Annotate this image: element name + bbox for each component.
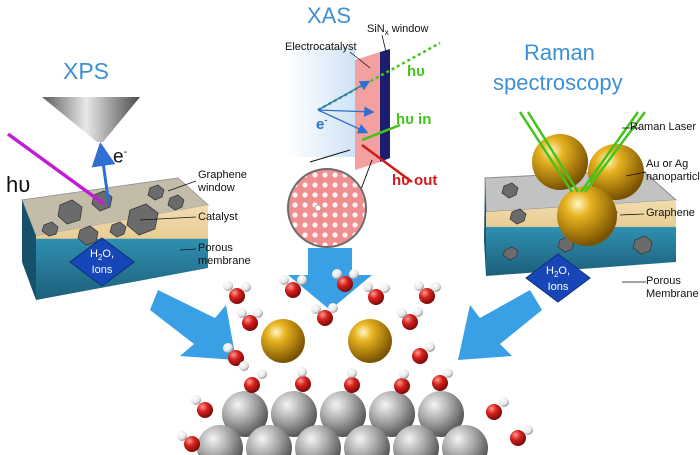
raman-np-line1: Au or Ag	[646, 158, 689, 170]
xps-h2o-ions-arrow	[69, 237, 135, 287]
raman-laser-label: Raman Laser	[630, 121, 697, 133]
xas-photon-dotted	[317, 41, 441, 112]
xas-sinx-prefix: SiN	[367, 23, 385, 35]
xps-h2o-o: O,	[102, 248, 115, 260]
water-molecules	[177, 269, 533, 452]
raman-graphene-label: Graphene	[646, 207, 695, 219]
xps-graphene-window-line1: Graphene	[198, 169, 247, 181]
xas-electron-sup: -	[324, 115, 328, 125]
xps-h2o-h: H	[89, 248, 98, 260]
xps-graphene-window-label: Graphene window	[198, 169, 247, 195]
xps-ions: Ions	[91, 264, 113, 277]
xps-porous-line2: membrane	[198, 255, 251, 267]
flow-arrows	[150, 248, 542, 360]
raman-laser-beams	[518, 111, 646, 193]
xas-photon-in-label: hυ in	[396, 111, 432, 128]
raman-np-line2: nanoparticles	[646, 171, 700, 183]
arrow-from-xas	[288, 248, 372, 310]
raman-h2o-sub: 2	[553, 270, 559, 280]
arrow-from-xps	[150, 290, 236, 360]
xps-title: XPS	[63, 58, 110, 84]
raman-nanoparticle-3	[557, 186, 617, 246]
xas-title: XAS	[307, 3, 352, 28]
raman-h2o-ions-label: H2O, Ions	[538, 265, 578, 293]
xps-graphene-window-line2: window	[198, 182, 235, 194]
raman-porous-line1: Porous	[646, 275, 681, 287]
xps-electron-letter: e	[113, 146, 124, 168]
xas-electron-label: e-	[316, 115, 327, 133]
xas-photon-label: hυ	[407, 63, 425, 80]
raman-nanoparticles-label: Au or Ag nanoparticles	[646, 158, 700, 184]
raman-porous-membrane-label: Porous Membrane	[646, 275, 699, 301]
raman-title-line2: spectroscopy	[493, 70, 623, 95]
xps-photon-label: hυ	[6, 172, 31, 197]
xps-porous-line1: Porous	[198, 242, 233, 254]
xas-zoom-magnifier	[287, 168, 367, 248]
xps-electron-sup: -	[123, 146, 128, 158]
xas-sinx-sub: x	[384, 28, 389, 38]
raman-nanoparticle-2	[588, 144, 644, 200]
xps-electron-label: e-	[113, 146, 127, 168]
gold-adatoms	[261, 319, 392, 363]
raman-h2o-o: O,	[558, 265, 571, 277]
xps-electron-arrow	[91, 142, 116, 206]
raman-title-line1: Raman	[524, 40, 595, 65]
arrow-from-raman	[458, 290, 542, 360]
xps-porous-membrane-label: Porous membrane	[198, 242, 251, 268]
xas-photon-out	[361, 143, 413, 184]
xps-photon-beam	[6, 132, 106, 206]
xas-photon-in	[361, 123, 401, 142]
xas-sinx-window	[380, 49, 390, 162]
xas-electron-rays	[317, 80, 375, 134]
xas-cell-background	[287, 47, 355, 157]
xps-catalyst-label: Catalyst	[198, 211, 238, 223]
xps-catalyst-particles	[41, 184, 185, 246]
xps-h2o-sub: 2	[97, 253, 103, 263]
raman-h2o-ions-arrow	[525, 253, 591, 303]
raman-porous-line2: Membrane	[646, 288, 699, 300]
xas-electrocatalyst-label: Electrocatalyst	[285, 41, 357, 53]
raman-h2o-h: H	[545, 265, 554, 277]
xas-sinx-suffix: window	[388, 23, 429, 35]
platinum-surface	[197, 391, 488, 455]
raman-ions: Ions	[547, 281, 569, 294]
xas-sinx-label: SiNx window	[367, 23, 428, 37]
xps-h2o-ions-label: H2O, Ions	[82, 248, 122, 276]
analyzer-tip	[42, 97, 140, 142]
xas-photon-out-label: hυ out	[392, 172, 438, 189]
xas-electron-letter: e	[316, 116, 325, 133]
